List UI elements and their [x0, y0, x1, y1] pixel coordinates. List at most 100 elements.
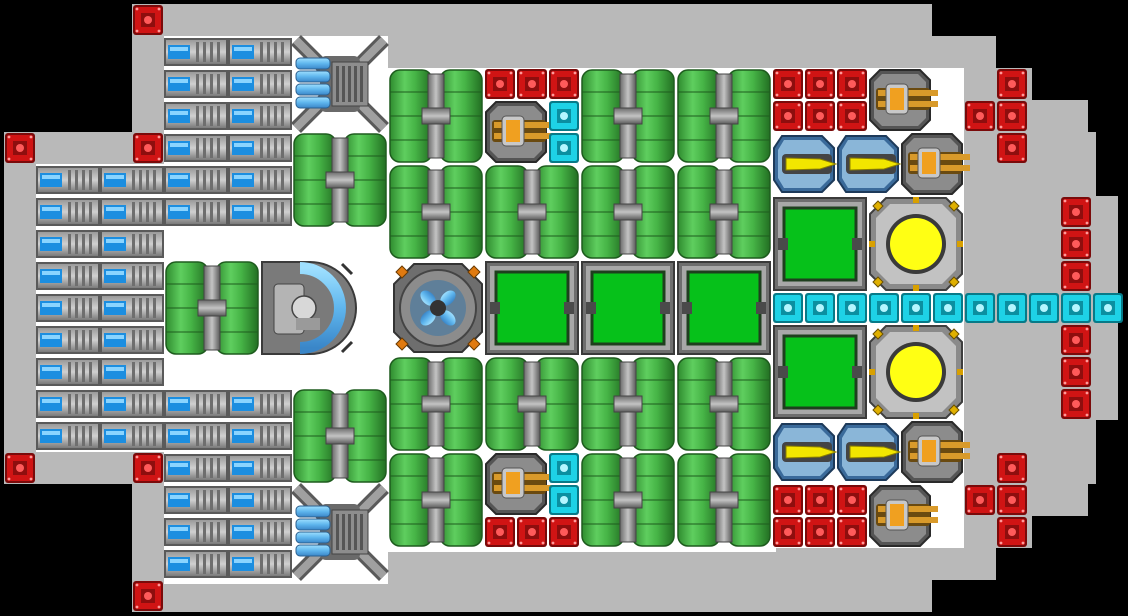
- battery-cell: [164, 198, 228, 226]
- red-armor-block: [965, 485, 995, 515]
- cyan-armor-block: [1093, 293, 1123, 323]
- red-armor-block: [997, 517, 1027, 547]
- battery-cell: [228, 550, 292, 578]
- battery-cell: [164, 134, 228, 162]
- green-pipe-module: [677, 357, 771, 451]
- thruster-bank[interactable]: [291, 483, 389, 581]
- red-armor-block: [805, 69, 835, 99]
- green-pipe-module: [485, 165, 579, 259]
- red-armor-block: [965, 101, 995, 131]
- battery-cell: [36, 166, 100, 194]
- red-armor-block: [997, 485, 1027, 515]
- battery-cell: [36, 358, 100, 386]
- laser-weapon[interactable]: [773, 135, 838, 193]
- red-armor-block: [1061, 325, 1091, 355]
- red-armor-block: [5, 453, 35, 483]
- cyan-armor-block: [933, 293, 963, 323]
- battery-cell: [164, 454, 228, 482]
- green-pipe-module: [581, 165, 675, 259]
- laser-weapon[interactable]: [837, 135, 902, 193]
- cannon-turret[interactable]: [869, 485, 938, 547]
- battery-cell: [164, 70, 228, 98]
- red-armor-block: [1061, 261, 1091, 291]
- red-armor-block: [837, 101, 867, 131]
- cannon-turret[interactable]: [485, 453, 554, 515]
- green-pipe-module: [677, 453, 771, 547]
- cyan-armor-block: [805, 293, 835, 323]
- battery-cell: [100, 422, 164, 450]
- red-armor-block: [837, 69, 867, 99]
- battery-cell: [228, 422, 292, 450]
- battery-cell: [164, 550, 228, 578]
- green-pipe-module: [581, 69, 675, 163]
- battery-cell: [100, 198, 164, 226]
- red-armor-block: [549, 517, 579, 547]
- battery-cell: [228, 38, 292, 66]
- cyan-armor-block: [901, 293, 931, 323]
- battery-cell: [228, 518, 292, 546]
- green-pipe-module: [677, 69, 771, 163]
- red-armor-block: [1061, 229, 1091, 259]
- green-pipe-module: [293, 133, 387, 227]
- cyan-armor-block: [997, 293, 1027, 323]
- battery-cell: [36, 422, 100, 450]
- red-armor-block: [773, 517, 803, 547]
- battery-cell: [36, 230, 100, 258]
- reactor[interactable]: [869, 197, 963, 291]
- red-armor-block: [485, 517, 515, 547]
- battery-cell: [100, 294, 164, 322]
- red-armor-block: [773, 69, 803, 99]
- battery-cell: [228, 102, 292, 130]
- reactor[interactable]: [869, 325, 963, 419]
- green-pipe-module: [165, 261, 259, 355]
- cannon-turret[interactable]: [869, 69, 938, 131]
- red-armor-block: [133, 5, 163, 35]
- red-armor-block: [997, 453, 1027, 483]
- battery-cell: [36, 294, 100, 322]
- green-pipe-module: [389, 453, 483, 547]
- battery-cell: [36, 390, 100, 418]
- cannon-turret[interactable]: [901, 421, 970, 483]
- red-armor-block: [549, 69, 579, 99]
- battery-cell: [164, 486, 228, 514]
- red-armor-block: [485, 69, 515, 99]
- battery-cell: [36, 326, 100, 354]
- laser-weapon[interactable]: [773, 423, 838, 481]
- fuel-tank: [485, 261, 579, 355]
- battery-cell: [100, 390, 164, 418]
- battery-cell: [228, 486, 292, 514]
- red-armor-block: [837, 485, 867, 515]
- green-pipe-module: [389, 357, 483, 451]
- battery-cell: [100, 262, 164, 290]
- red-armor-block: [133, 453, 163, 483]
- thruster-bank[interactable]: [291, 35, 389, 133]
- cyan-armor-block: [1061, 293, 1091, 323]
- battery-cell: [228, 134, 292, 162]
- battery-cell: [228, 198, 292, 226]
- green-pipe-module: [581, 453, 675, 547]
- red-armor-block: [997, 101, 1027, 131]
- red-armor-block: [837, 517, 867, 547]
- battery-cell: [228, 166, 292, 194]
- red-armor-block: [1061, 389, 1091, 419]
- cannon-turret[interactable]: [485, 101, 554, 163]
- reactor-hub[interactable]: [393, 263, 483, 353]
- cannon-turret[interactable]: [901, 133, 970, 195]
- red-armor-block: [773, 101, 803, 131]
- green-pipe-module: [485, 357, 579, 451]
- fuel-tank: [677, 261, 771, 355]
- battery-cell: [164, 518, 228, 546]
- red-armor-block: [5, 133, 35, 163]
- green-pipe-module: [293, 389, 387, 483]
- fuel-tank: [773, 325, 867, 419]
- bridge-cockpit[interactable]: [261, 261, 357, 355]
- laser-weapon[interactable]: [837, 423, 902, 481]
- red-armor-block: [133, 133, 163, 163]
- cyan-armor-block: [549, 101, 579, 131]
- battery-cell: [100, 230, 164, 258]
- cyan-armor-block: [965, 293, 995, 323]
- fuel-tank: [773, 197, 867, 291]
- red-armor-block: [1061, 197, 1091, 227]
- battery-cell: [36, 198, 100, 226]
